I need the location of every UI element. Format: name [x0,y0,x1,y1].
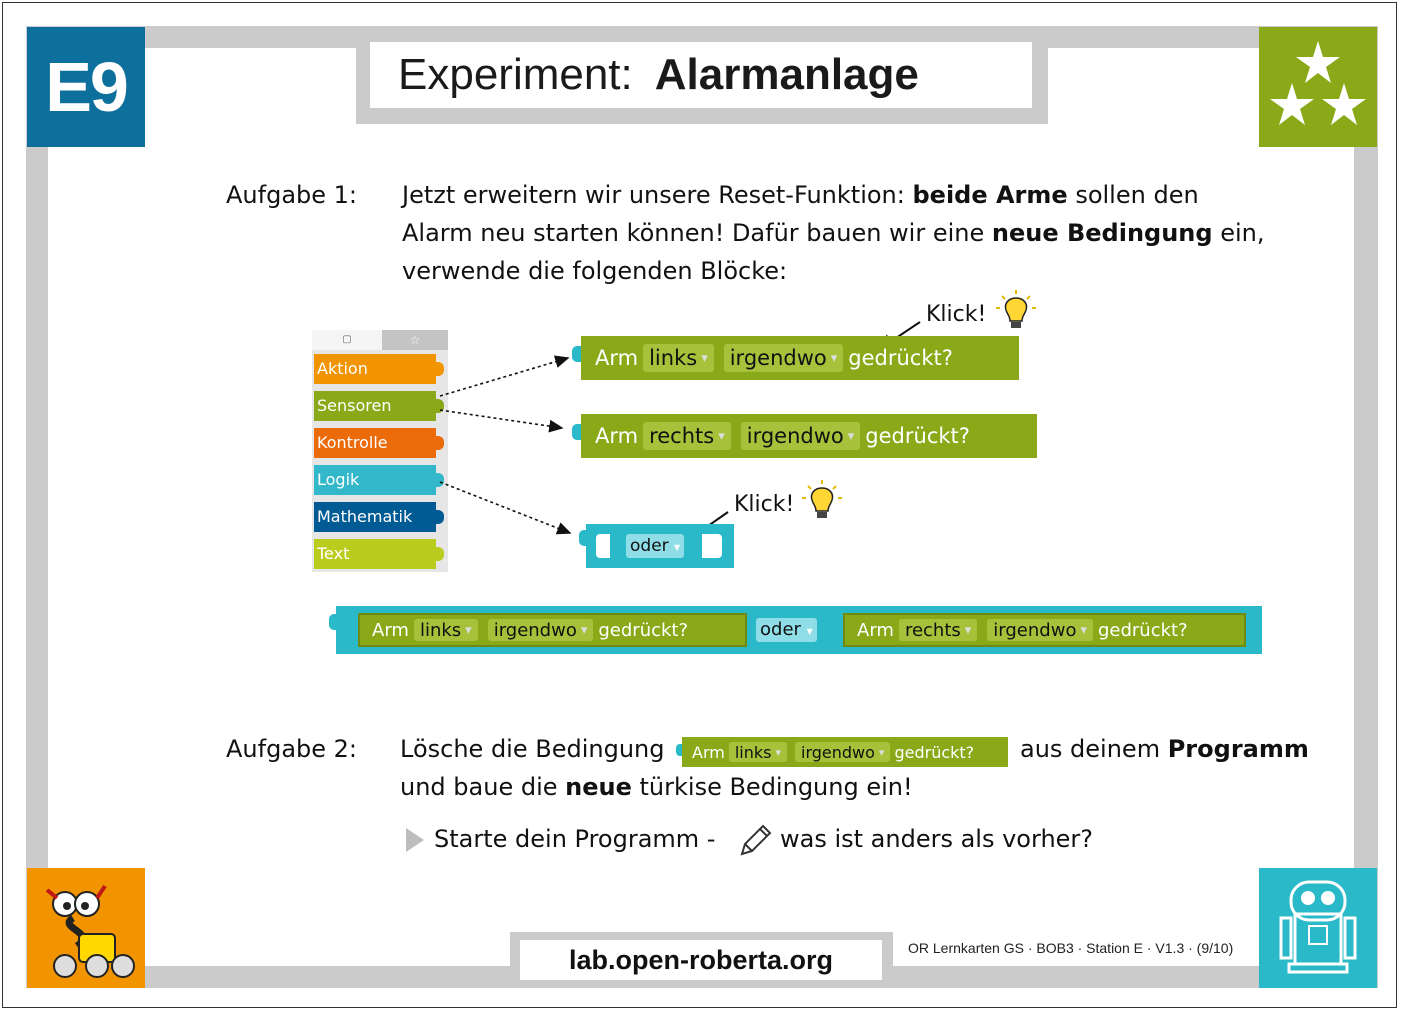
task2-line2: und baue die neue türkise Bedingung ein! [400,773,913,801]
lightbulb-icon [996,290,1036,328]
block-arm-rechts[interactable]: Arm rechts▾ irgendwo▾ gedrückt? [581,414,1037,458]
dropdown-operator[interactable]: oder ▾ [756,618,817,642]
block-logic-or[interactable]: oder ▾ [586,524,734,568]
task1-label: Aufgabe 1: [226,181,358,209]
lightbulb-icon [802,480,842,518]
dropdown-side[interactable]: rechts▾ [643,422,731,450]
toolbox-category-logik[interactable]: Logik [314,465,444,495]
block-connector [329,614,339,630]
footer-url[interactable]: lab.open-roberta.org [520,940,882,980]
bob3-badge [1259,868,1377,988]
task2-line3-start: Starte dein Programm - [434,825,716,853]
difficulty-badge [1259,27,1377,147]
block-connector [572,346,582,362]
bob3-robot-icon [1279,880,1357,974]
task1-line1: Jetzt erweitern wir unsere Reset-Funktio… [402,181,1199,209]
dropdown-position[interactable]: irgendwo▾ [723,344,844,372]
title-prefix: Experiment: [398,50,633,99]
klick-label: Klick! [926,302,987,327]
card-id-badge: E9 [27,27,145,147]
block-connector [579,530,589,546]
toolbox-category-mathematik[interactable]: Mathematik [314,502,444,532]
toolbox-category-aktion[interactable]: Aktion [314,354,444,384]
play-triangle-icon [406,828,424,852]
task2-line1-start: Lösche die Bedingung [400,735,665,763]
page-title: Experiment: Alarmanlage [370,42,1032,108]
input-slot-right[interactable] [702,534,722,558]
inline-condition-block: Arm links▾ irgendwo▾ gedrückt? [682,737,1008,767]
dropdown-position[interactable]: irgendwo▾ [740,422,861,450]
mascot-badge [27,868,145,988]
title-name: Alarmanlage [654,50,919,99]
toolbox-category-text[interactable]: Text [314,539,444,569]
three-stars-icon [1270,41,1366,125]
block-arm-links[interactable]: Arm links▾ irgendwo▾ gedrückt? [581,336,1019,380]
task2-line1-end: aus deinem Programm [1020,735,1309,763]
dropdown-operator[interactable]: oder ▾ [626,534,685,558]
klick-label: Klick! [734,492,795,517]
task2-line3-end: was ist anders als vorher? [780,825,1094,853]
toolbox-category-kontrolle[interactable]: Kontrolle [314,428,444,458]
block-connector [572,424,582,440]
dropdown-side[interactable]: links▾ [643,344,714,372]
robot-mascot-icon [45,884,135,978]
task1-line3: verwende die folgenden Blöcke: [402,257,788,285]
task1-line2: Alarm neu starten können! Dafür bauen wi… [402,219,1265,247]
block-connector [676,744,684,756]
input-slot-left[interactable] [596,534,610,558]
toolbox-tab-basic[interactable]: ▢ [312,330,382,350]
toolbox-tab-expert[interactable]: ☆ [382,330,448,350]
toolbox-category-sensoren[interactable]: Sensoren [314,391,444,421]
block-arm-rechts[interactable]: Arm rechts▾ irgendwo▾ gedrückt? [843,613,1246,647]
task2-label: Aufgabe 2: [226,735,358,763]
card-content-area [48,48,1354,966]
footer-credits: OR Lernkarten GS · BOB3 · Station E · V1… [908,940,1234,956]
pencil-icon [740,824,772,856]
block-arm-links[interactable]: Arm links▾ irgendwo▾ gedrückt? [358,613,747,647]
